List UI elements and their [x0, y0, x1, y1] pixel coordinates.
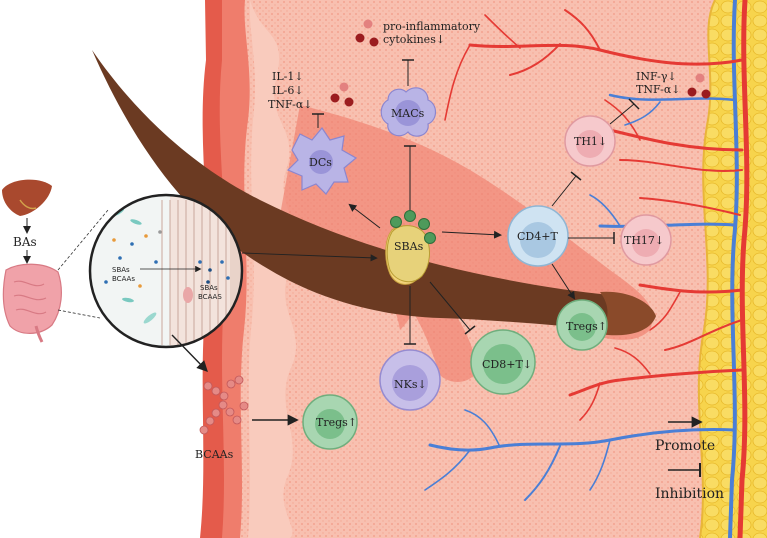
cd4t-cell: CD4+T — [507, 205, 569, 267]
cytokines-line2: cytokines↓ — [383, 33, 445, 46]
zoom-to-bcaas-arrow — [171, 334, 208, 373]
il1-label: IL-1↓ — [272, 70, 304, 83]
legend-inhibition-label: Inhibition — [655, 486, 724, 502]
hair-bulb — [600, 291, 656, 336]
cytokines-line1: pro-inflammatory — [383, 20, 481, 33]
tregs-right-cell: Tregs↑ — [556, 299, 608, 351]
th17-label: TH17↓ — [624, 234, 664, 247]
macs-cell: MACs — [380, 87, 437, 137]
sbas-inhibit-cd8t — [429, 281, 471, 331]
tregs-left-cell: Tregs↑ — [302, 394, 358, 450]
zoom-to-sbas-arrow — [241, 252, 378, 262]
liver-icon — [2, 179, 52, 216]
legend-promote-label: Promote — [655, 438, 715, 454]
tregs-right-label: Tregs↑ — [566, 320, 607, 333]
th1-label: TH1↓ — [574, 135, 607, 148]
zoom-label-sbas-1: SBAs — [112, 266, 130, 274]
hair-shaft — [92, 50, 655, 331]
main-artery — [737, 0, 750, 538]
bcaas-molecules — [199, 375, 249, 435]
sbas-center: SBAs — [386, 210, 436, 283]
zoom-guide-top — [57, 209, 109, 271]
nks-cell: NKs↓ — [379, 349, 441, 411]
th1-inhibit-inf — [609, 103, 635, 125]
th1-cell: TH1↓ — [564, 115, 616, 167]
cd4t-inhibit-th1 — [551, 175, 577, 207]
infg-label: INF-γ↓ — [636, 70, 677, 83]
tnfa-right-label: TNF-α↓ — [636, 83, 680, 96]
dcs-label: DCs — [309, 156, 332, 169]
cd8t-label: CD8+T↓ — [482, 358, 532, 371]
macs-label: MACs — [391, 107, 425, 120]
dcs-cell: DCs — [286, 126, 358, 195]
zoom-label-bcaas-2: BCAAS — [198, 293, 222, 301]
zoom-guide-bottom — [57, 309, 101, 319]
bas-label: BAs — [13, 235, 37, 249]
intestine-icon — [2, 263, 62, 343]
nks-label: NKs↓ — [394, 378, 427, 391]
il6-label: IL-6↓ — [272, 84, 304, 97]
sbas-center-label: SBAs — [394, 240, 424, 253]
zoom-label-bcaas-1: BCAAs — [112, 275, 135, 283]
blood-vessels — [424, 0, 750, 538]
sbas-to-dcs-arrow — [348, 203, 381, 229]
bcaas-label: BCAAs — [195, 448, 234, 461]
follicle-sheath — [280, 105, 653, 340]
infg-cytokine-dots — [687, 73, 711, 99]
cd4t-to-tregs-arrow — [551, 263, 576, 300]
main-vein — [728, 0, 739, 538]
cd8t-cell: CD8+T↓ — [470, 329, 536, 395]
tnfa-left-label: TNF-α↓ — [268, 98, 312, 111]
legend: Promote Inhibition — [655, 416, 724, 502]
tregs-left-label: Tregs↑ — [316, 416, 357, 429]
sbas-to-cd4t-arrow — [441, 230, 502, 239]
cytokine-dots-top — [355, 19, 379, 47]
cd4t-label: CD4+T — [517, 230, 558, 243]
il-cytokine-dots — [330, 82, 354, 107]
th17-cell: TH17↓ — [620, 214, 672, 266]
zoom-label-sbas-2: SBAs — [200, 284, 218, 292]
